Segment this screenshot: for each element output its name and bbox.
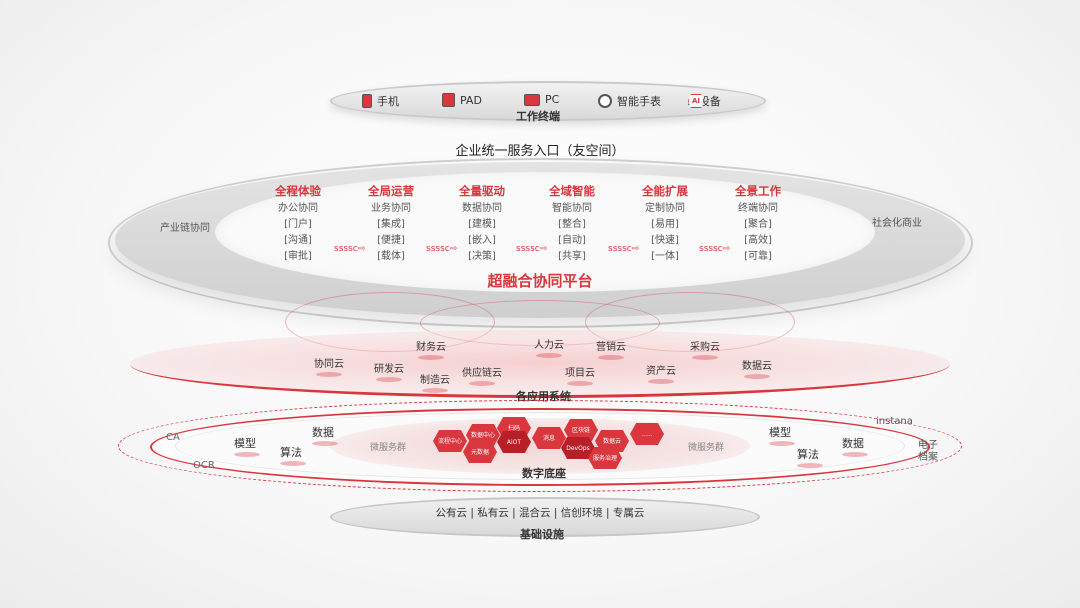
flow-arrow-icon: ssssc⇨ — [699, 244, 731, 254]
base-item: 数据 — [312, 424, 338, 446]
infra-disc — [330, 497, 760, 537]
base-outer-item: CA — [166, 432, 180, 443]
platform-title: 超融合协同平台 — [487, 272, 593, 290]
tablet-icon — [442, 93, 455, 107]
app-item: 财务云 — [416, 338, 446, 360]
terminal-item-watch: 智能手表 — [598, 93, 661, 109]
portal-title: 企业统一服务入口（友空间） — [455, 144, 625, 159]
app-item: 供应链云 — [462, 364, 502, 386]
flow-arrow-icon: ssssc⇨ — [334, 244, 366, 254]
apps-disc — [130, 330, 950, 398]
base-item: 模型 — [234, 435, 260, 457]
app-item: 营销云 — [596, 338, 626, 360]
portal-left-label: 产业链协同 — [160, 223, 210, 234]
app-item: 研发云 — [374, 360, 404, 382]
flow-arrow-icon: ssssc⇨ — [608, 244, 640, 254]
flow-arrow-icon: ssssc⇨ — [516, 244, 548, 254]
hex-tile: 元数据 — [463, 441, 497, 463]
hex-tile: 区块链 — [564, 419, 598, 441]
base-item: 算法 — [797, 446, 823, 468]
hex-tile: ...... — [630, 423, 664, 445]
platform-column: 全程体验 办公协同 [门户] [沟通] [审批] — [275, 184, 321, 262]
portal-right-label: 社会化商业 — [872, 218, 922, 229]
app-item: 采购云 — [690, 338, 720, 360]
app-item: 协同云 — [314, 355, 344, 377]
ai-device-icon: AI — [688, 94, 704, 108]
app-item: 项目云 — [565, 364, 595, 386]
app-item: 人力云 — [534, 336, 564, 358]
platform-column: 全能扩展 定制协同 [易用] [快速] [一体] — [642, 184, 688, 262]
platform-disc-inner — [215, 172, 875, 292]
flow-arrow-icon: ssssc⇨ — [426, 244, 458, 254]
hex-tile: AiOT — [497, 431, 531, 453]
hex-tile: 消息 — [532, 427, 566, 449]
app-item: 资产云 — [646, 362, 676, 384]
base-outer-item: instana — [876, 416, 913, 427]
base-title: 数字底座 — [522, 467, 566, 480]
watch-icon — [598, 94, 612, 108]
platform-column: 全景工作 终端协同 [聚合] [高效] [可靠] — [735, 184, 781, 262]
microservice-label: 微服务群 — [370, 443, 407, 453]
platform-column: 全域智能 智能协同 [整合] [自动] [共享] — [549, 184, 595, 262]
base-item: 算法 — [280, 444, 306, 466]
platform-column: 全量驱动 数据协同 [建模] [嵌入] [决策] — [459, 184, 505, 262]
terminal-item-phone: 手机 — [362, 93, 399, 109]
app-item: 数据云 — [742, 357, 772, 379]
platform-column: 全局运营 业务协同 [集成] [便捷] [载体] — [368, 184, 414, 262]
hex-tile: 数据中心 — [466, 424, 500, 446]
terminal-item-pc: PC — [524, 93, 559, 106]
base-outer-item: OCR — [193, 460, 215, 471]
microservice-label: 微服务群 — [688, 443, 725, 453]
phone-icon — [362, 94, 372, 108]
base-outer-item: 电子档案 — [918, 440, 938, 463]
hex-tile: DevOps — [561, 437, 595, 459]
terminal-item-pad: PAD — [442, 93, 482, 107]
base-item: 数据 — [842, 435, 868, 457]
terminal-title: 工作终端 — [516, 110, 560, 123]
terminal-item-ai: AI AI设备 — [688, 94, 721, 108]
infra-title: 基础设施 — [520, 528, 564, 541]
base-item: 模型 — [769, 424, 795, 446]
app-item: 制造云 — [420, 371, 450, 393]
hex-tile: 流程中心 — [433, 430, 467, 452]
monitor-icon — [524, 93, 540, 106]
infra-text: 公有云 | 私有云 | 混合云 | 信创环境 | 专属云 — [435, 507, 645, 519]
hex-tile: 服务治理 — [588, 447, 622, 469]
base-outer-dashed-ring — [118, 400, 962, 492]
hex-tile: 数据云 — [595, 430, 629, 452]
